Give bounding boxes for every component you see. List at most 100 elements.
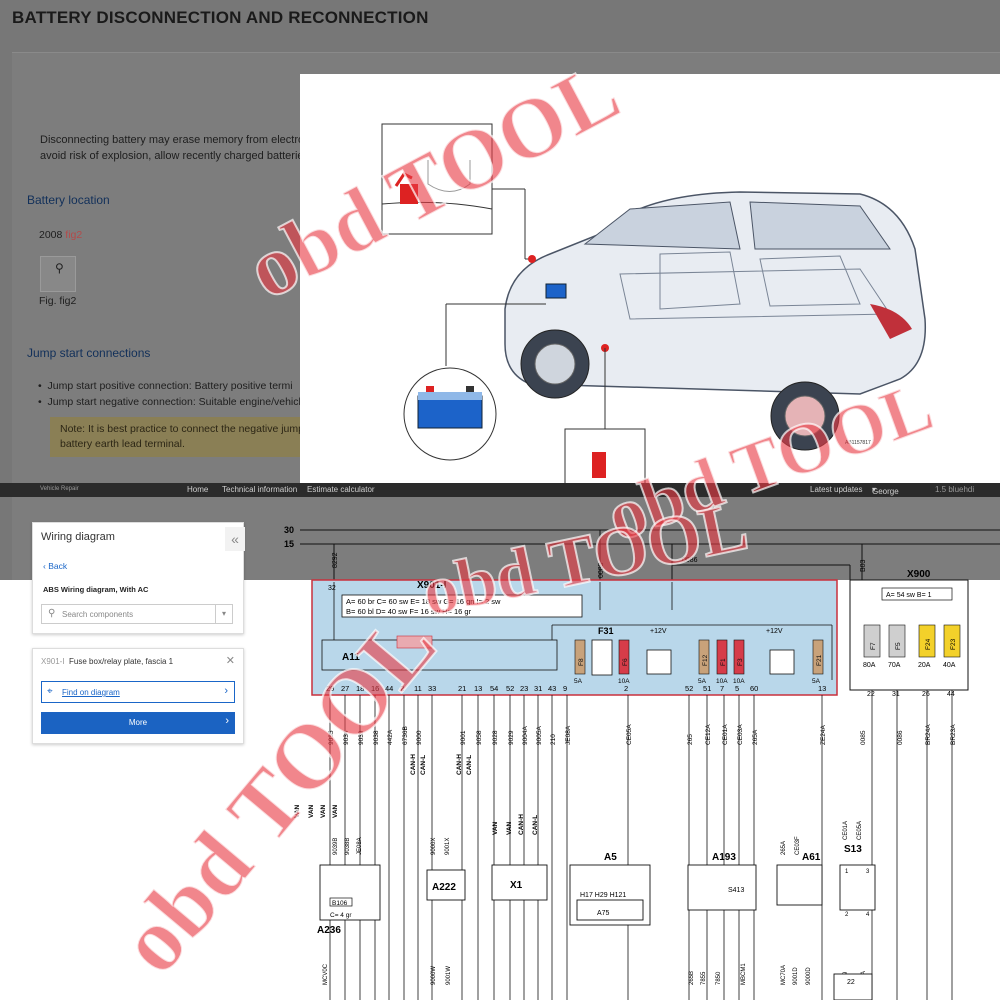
crosshair-icon: ⌖	[47, 686, 53, 697]
wiring-diagram: X901-I 32 A= 60 br C= 60 sw E= 18 sw G= …	[284, 525, 1000, 1000]
user-menu[interactable]: George ▾	[872, 485, 899, 496]
a61-box[interactable]	[776, 864, 823, 906]
wire-code: 9004A	[522, 726, 529, 745]
jump-start-heading: Jump start connections	[27, 346, 151, 360]
wire-code: ZE24A	[820, 724, 827, 745]
lower-wire-code: 9000D	[806, 967, 812, 985]
wire-code: 6736B	[402, 726, 409, 745]
wire-code: CE12A	[705, 724, 712, 745]
back-link[interactable]: ‹ Back	[43, 561, 68, 571]
f31-label: F31	[598, 626, 614, 636]
figure-ref: AB1157817	[845, 440, 871, 446]
nav-latest-updates[interactable]: Latest updates	[810, 485, 863, 494]
lower-wire-code: 265B	[689, 971, 695, 985]
highlight-marker	[396, 635, 433, 649]
bullet-item: • Jump start positive connection: Batter…	[38, 380, 293, 392]
x901-pin: 54	[490, 684, 498, 693]
x901-pin: 21	[458, 684, 466, 693]
x900-fuse	[943, 624, 961, 658]
wire-code: 265A	[752, 729, 759, 745]
fuse-amp: 10A	[716, 678, 728, 685]
magnifier-icon: ⚲	[55, 261, 64, 275]
s13-box[interactable]	[839, 864, 876, 911]
wire-code: 9029	[508, 730, 515, 745]
x900-pin: 31	[892, 691, 900, 698]
close-icon[interactable]: ✕	[225, 655, 235, 667]
x900-fuse-amp: 20A	[918, 662, 931, 669]
nav-home[interactable]: Home	[187, 485, 209, 494]
x901-pin: 2	[400, 684, 404, 693]
bus-label: VAN	[332, 804, 339, 818]
search-placeholder: Search components	[62, 610, 134, 619]
more-button[interactable]: More ›	[41, 712, 235, 734]
svg-text:A75: A75	[597, 910, 610, 917]
wire-code: CE01A	[722, 724, 729, 745]
wire-code: BR23A	[950, 724, 957, 745]
figure-caption: Fig. fig2	[39, 295, 77, 307]
lower-wire-code: 9001W	[446, 966, 452, 985]
svg-text:22: 22	[847, 979, 855, 986]
year-text: 2008 fig2	[39, 229, 83, 241]
a236-box[interactable]	[319, 864, 381, 921]
bus-label: VAN	[294, 804, 301, 818]
wire-code: JE08A	[565, 725, 572, 745]
x901-pin: 52	[685, 684, 693, 693]
svg-text:B106: B106	[332, 900, 348, 907]
find-on-diagram-button[interactable]: ⌖ Find on diagram ›	[41, 681, 235, 703]
fig-link[interactable]: fig2	[65, 229, 83, 241]
page-title: BATTERY DISCONNECTION AND RECONNECTION	[12, 8, 429, 27]
x900-legend: A= 54 sw B= 1	[886, 592, 932, 599]
wire-code: 9039B	[333, 838, 339, 855]
x1-label: X1	[510, 880, 523, 891]
collapse-button[interactable]: «	[225, 527, 245, 551]
x901-pin: 9	[563, 684, 567, 693]
x901-pin: 29	[326, 684, 334, 693]
x901-pin: 27	[341, 684, 349, 693]
svg-text:S413: S413	[728, 887, 744, 894]
fuse	[733, 639, 745, 675]
x901-pin: 31	[534, 684, 542, 693]
x901-pin: 43	[548, 684, 556, 693]
x901-pin: 13	[818, 684, 826, 693]
chevron-down-icon[interactable]: ▾	[215, 605, 232, 623]
intro-paragraph: Disconnecting battery may erase memory f…	[40, 134, 319, 162]
wire-code: 9039	[358, 730, 365, 745]
component-header: X901-I Fuse box/relay plate, fascia 1	[41, 657, 174, 666]
x901-pin: 13	[474, 684, 482, 693]
x901-label: X901-I	[417, 580, 447, 591]
fuse	[812, 639, 824, 675]
vehicle-illustration: AB1157817	[381, 123, 927, 491]
s13-label: S13	[844, 844, 862, 855]
wire-code: CE01A	[843, 821, 849, 840]
search-icon: ⚲	[48, 608, 56, 619]
diagram-subtitle: ABS Wiring diagram, With AC	[43, 585, 149, 594]
a5-label: A5	[604, 852, 617, 863]
wire-code: 9000X	[431, 838, 437, 855]
wire-code: 9001X	[445, 838, 451, 855]
search-components-input[interactable]: ⚲ Search components ▾	[41, 604, 233, 624]
bus-label: VAN	[492, 821, 499, 835]
x900-pin: 26	[922, 691, 930, 698]
wire-code: 265A	[781, 841, 787, 855]
x901-legend-2: B= 60 bl D= 40 sw F= 16 sw H= 16 gr	[346, 607, 472, 616]
vehicle-selector[interactable]: 1.5 bluehdi	[935, 485, 975, 494]
bus-label: CAN-H	[456, 754, 463, 775]
svg-text:3: 3	[866, 869, 870, 875]
lower-wire-code: 7855	[701, 971, 707, 985]
component-info-panel: X901-I Fuse box/relay plate, fascia 1 ✕ …	[32, 648, 244, 744]
nav-technical-information[interactable]: Technical information	[222, 485, 298, 494]
figure-thumbnail[interactable]: ⚲	[40, 256, 76, 292]
x901-pin: 7	[720, 684, 724, 693]
x901-pin: 23	[520, 684, 528, 693]
x901-pin: 18	[356, 684, 364, 693]
x1-box[interactable]	[491, 864, 548, 901]
fuse-label: F1	[720, 658, 727, 666]
a193-box[interactable]	[687, 864, 757, 911]
x901-pin: 60	[750, 684, 758, 693]
x901-pin: 44	[385, 684, 393, 693]
fuse-amp: 10A	[733, 678, 745, 685]
wire-code: 9038	[373, 730, 380, 745]
x900-pin: 44	[947, 691, 955, 698]
nav-estimate-calculator[interactable]: Estimate calculator	[307, 485, 375, 494]
a222-box[interactable]	[426, 869, 466, 901]
